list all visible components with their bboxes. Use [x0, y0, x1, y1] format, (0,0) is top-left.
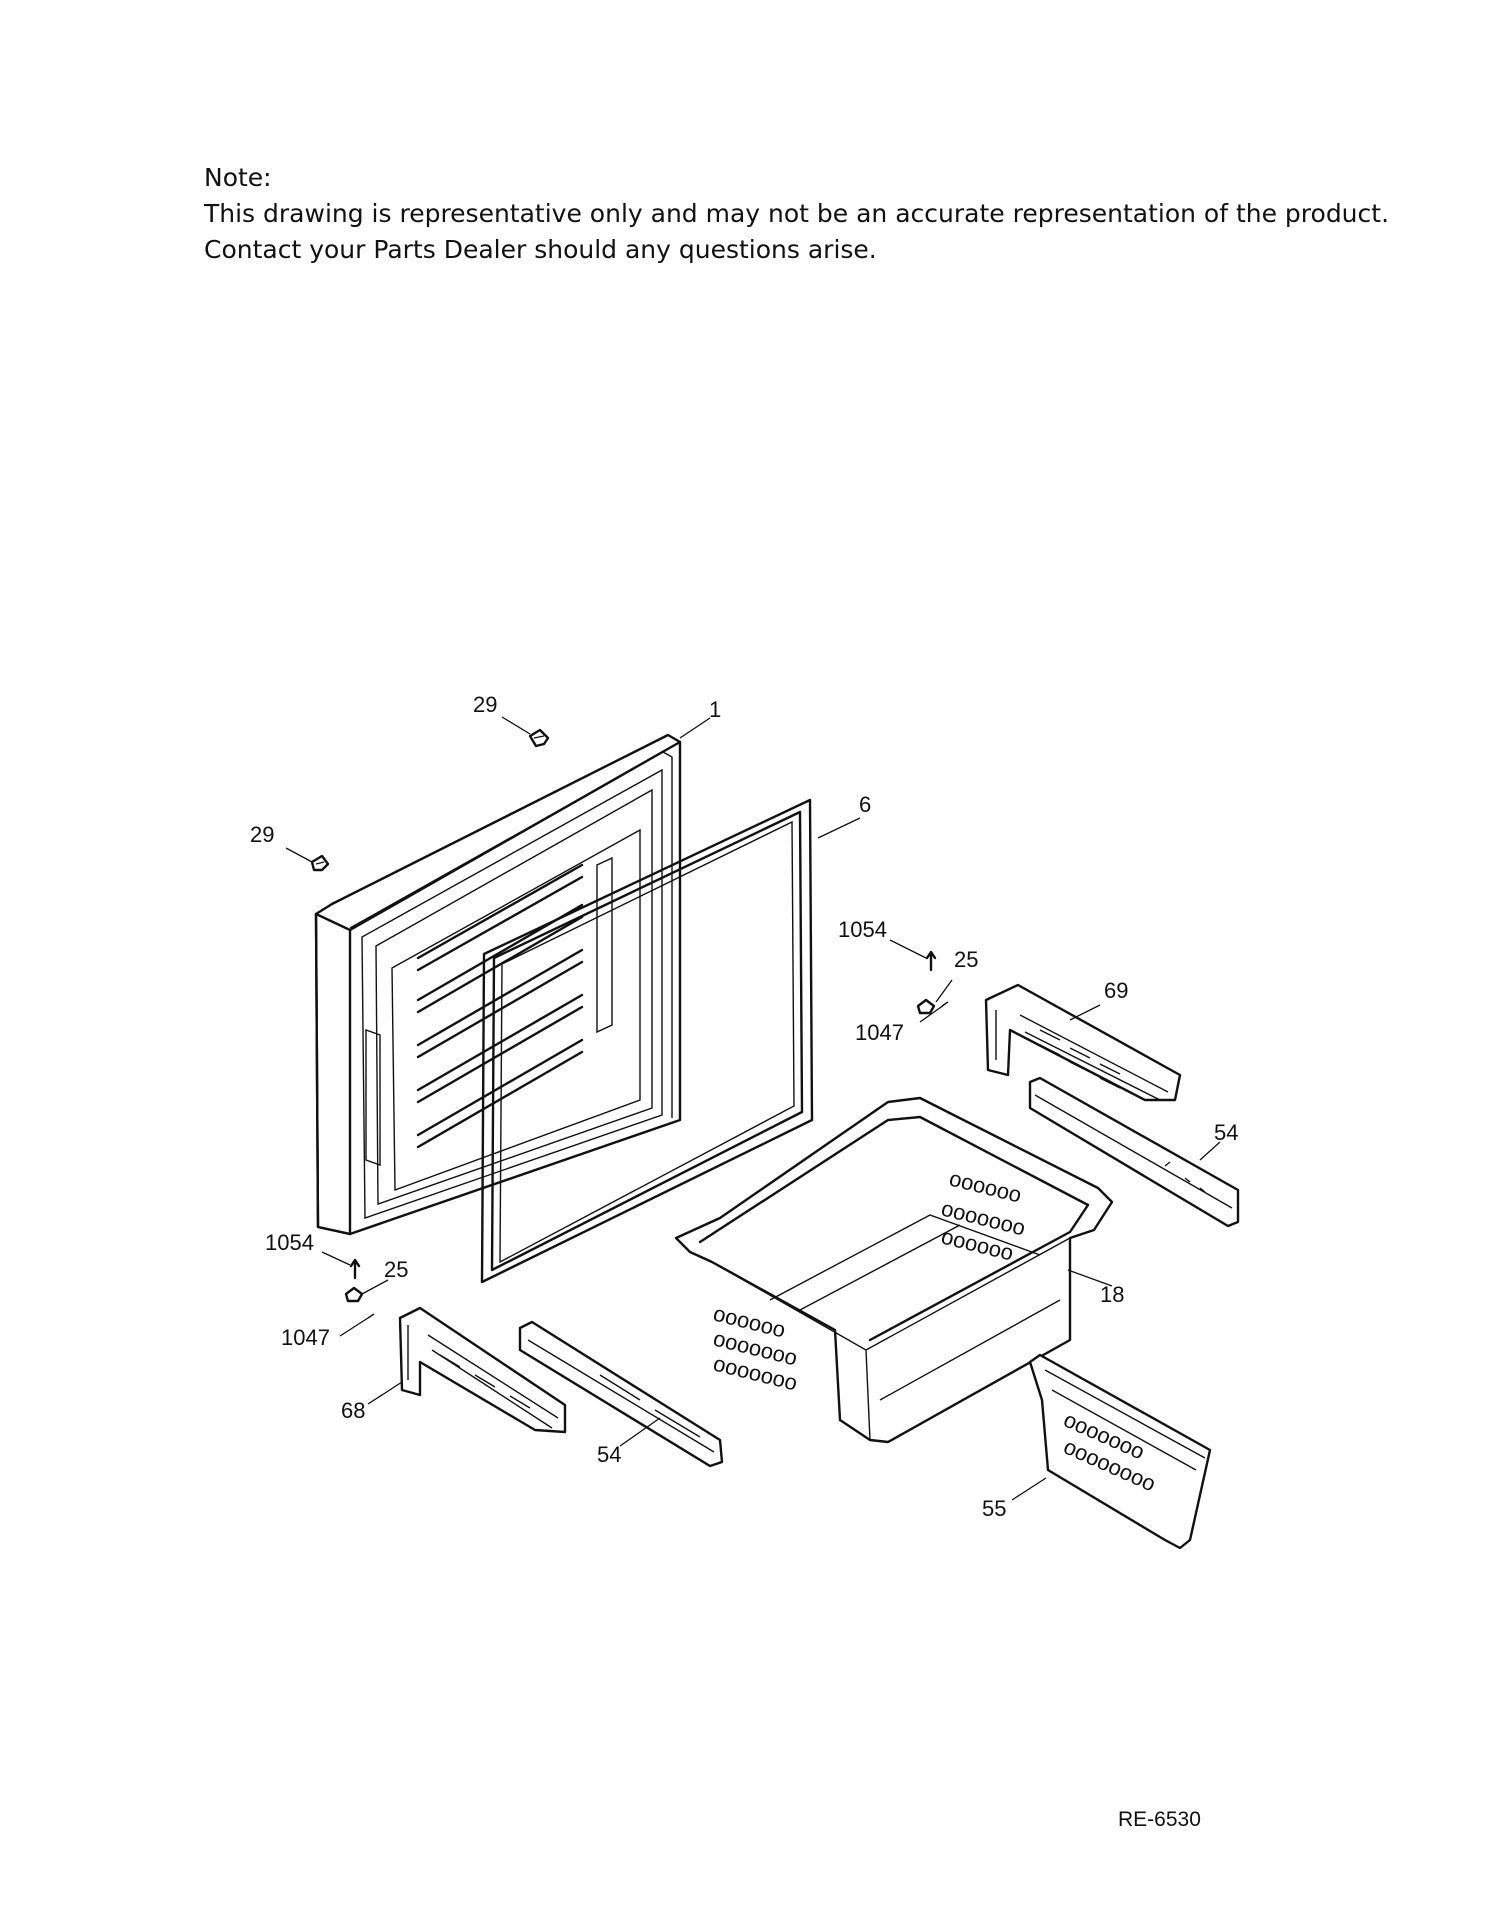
door-gasket [480, 798, 814, 1284]
door-ribs [416, 863, 584, 1149]
note-heading: Note: [204, 163, 272, 192]
leader-lines [285, 716, 1221, 1501]
callout-1054-left: 1054 [265, 1230, 314, 1255]
callout-1054-right: 1054 [838, 917, 887, 942]
callout-29-left: 29 [250, 822, 274, 847]
hardware-right [916, 950, 949, 1015]
rail-bracket-right [984, 983, 1182, 1102]
callout-54-right: 54 [1214, 1120, 1238, 1145]
callout-1: 1 [709, 697, 721, 722]
callout-labels: 29 1 29 6 1054 25 69 1047 54 18 1054 25 … [250, 692, 1238, 1521]
callout-68: 68 [341, 1398, 365, 1423]
callout-6: 6 [859, 792, 871, 817]
hinge-screw-left [310, 854, 330, 872]
rail-bracket-left [398, 1306, 567, 1434]
callout-1047-left: 1047 [281, 1325, 330, 1350]
freezer-door [314, 733, 682, 1236]
document-id: RE-6530 [1118, 1808, 1201, 1831]
callout-29-top: 29 [473, 692, 497, 717]
slide-rail-left [518, 1320, 724, 1468]
hardware-left [344, 1258, 375, 1319]
hinge-screw-top [528, 728, 550, 748]
callout-55: 55 [982, 1496, 1006, 1521]
callout-25-left: 25 [384, 1257, 408, 1282]
callout-1047-right: 1047 [855, 1020, 904, 1045]
note-block: Note: This drawing is representative onl… [204, 160, 1404, 268]
callout-25-right: 25 [954, 947, 978, 972]
slide-rail-right [1028, 1076, 1240, 1228]
note-line-2: Contact your Parts Dealer should any que… [204, 235, 877, 264]
basket-front-panel: ooooooo oooooooo [1028, 1353, 1212, 1550]
callout-54-left: 54 [597, 1442, 621, 1467]
note-line-1: This drawing is representative only and … [204, 199, 1390, 228]
callout-69: 69 [1104, 978, 1128, 1003]
callout-18: 18 [1100, 1282, 1124, 1307]
